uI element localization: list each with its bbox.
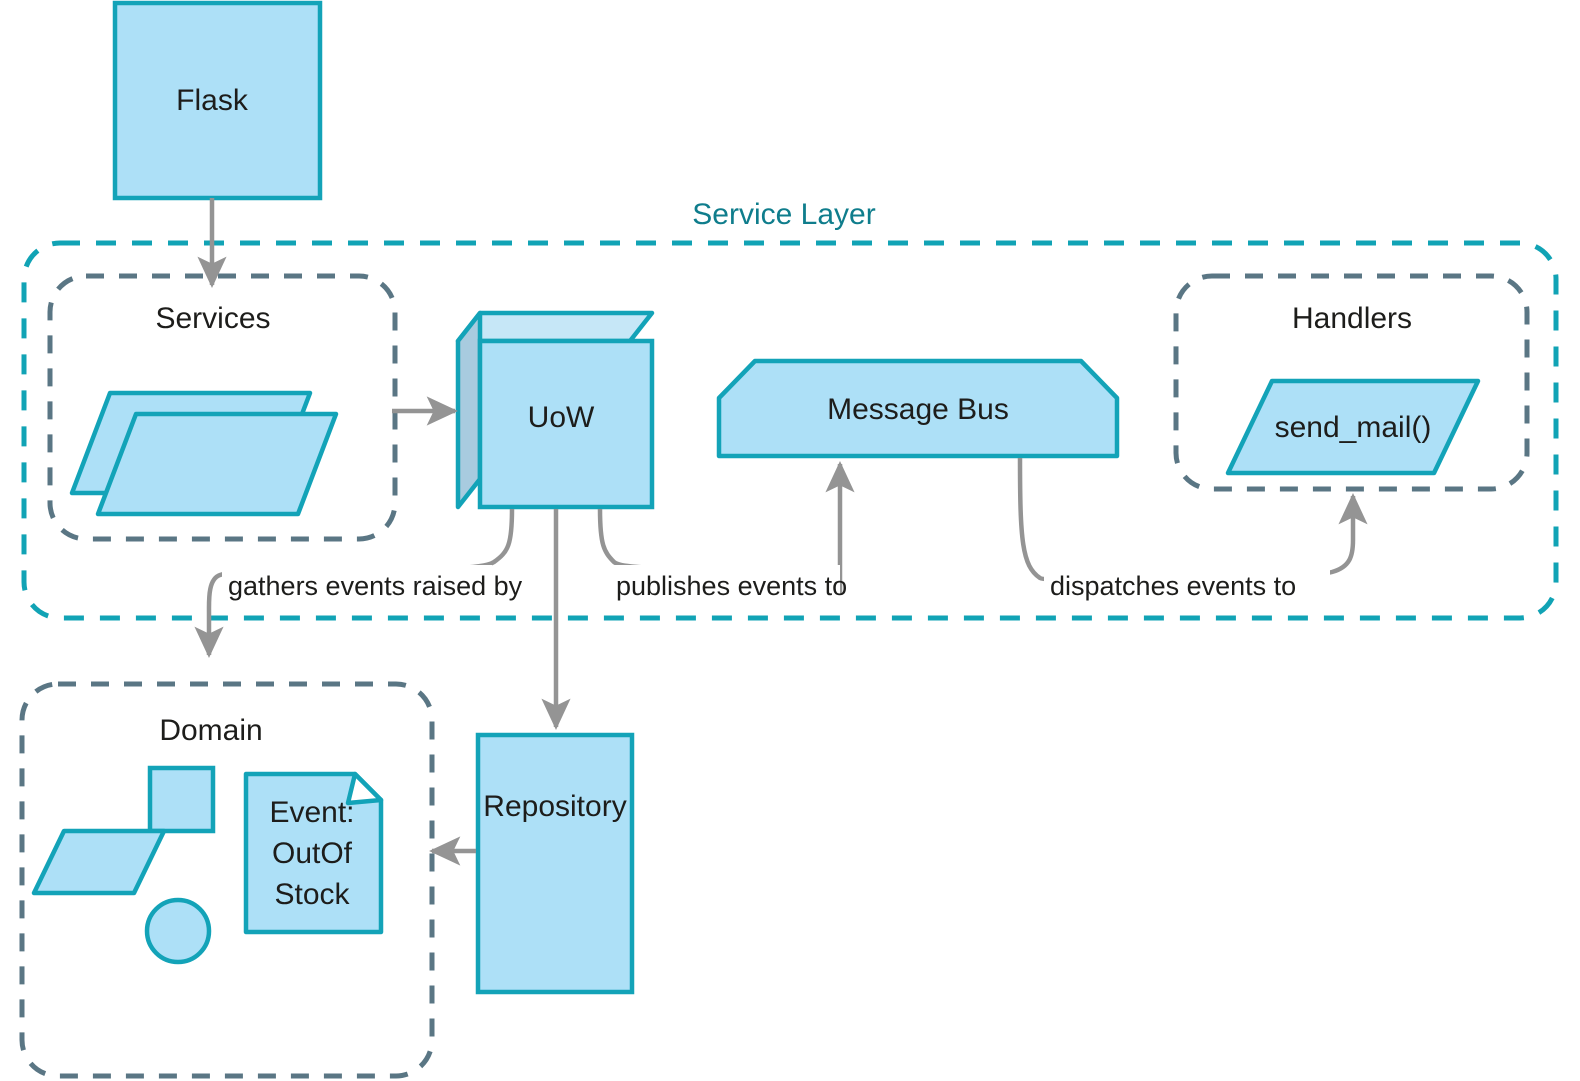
flask-shape[interactable]	[112, 0, 323, 201]
uow-label: UoW	[528, 401, 595, 434]
send-mail-shape[interactable]	[1225, 378, 1481, 476]
services-group-label: Services	[155, 302, 270, 335]
handlers-group-label: Handlers	[1292, 302, 1412, 335]
flask-label: Flask	[176, 84, 249, 117]
service-layer-boundary	[21, 240, 1559, 621]
edge-label-gathers-events: gathers events raised by	[228, 571, 523, 601]
domain-group-boundary	[19, 681, 435, 1079]
service-layer-label: Service Layer	[692, 198, 875, 231]
uow-shape[interactable]	[455, 310, 655, 510]
gathers-label-backdrop	[222, 565, 492, 601]
uow-top-face	[455, 310, 655, 344]
event-note-body	[243, 771, 384, 935]
event-note-line-2: OutOf	[272, 837, 353, 870]
message-bus-label: Message Bus	[827, 393, 1009, 426]
uow-front-face	[477, 338, 655, 510]
handlers-group-boundary	[1173, 273, 1530, 492]
dispatches-label-backdrop	[1044, 565, 1330, 601]
services-sheets-icon	[69, 390, 339, 517]
domain-group-label: Domain	[159, 714, 262, 747]
uow-side-face	[455, 310, 483, 510]
event-note-shape[interactable]	[243, 771, 384, 935]
message-bus-shape[interactable]	[716, 358, 1120, 459]
event-note-line-3: Stock	[274, 878, 350, 911]
repository-shape[interactable]	[475, 732, 635, 995]
repository-label: Repository	[483, 790, 626, 823]
domain-square-icon	[147, 765, 216, 834]
event-note-line-1: Event:	[269, 796, 354, 829]
send-mail-label: send_mail()	[1275, 411, 1432, 444]
domain-circle-icon	[144, 897, 212, 965]
edge-label-publishes-events: publishes events to	[616, 571, 847, 601]
services-sheet-front	[95, 411, 339, 517]
domain-parallelogram-icon	[31, 828, 167, 896]
edge-label-dispatches-events: dispatches events to	[1050, 571, 1296, 601]
event-note-fold	[345, 771, 384, 806]
publishes-label-backdrop	[610, 565, 840, 601]
